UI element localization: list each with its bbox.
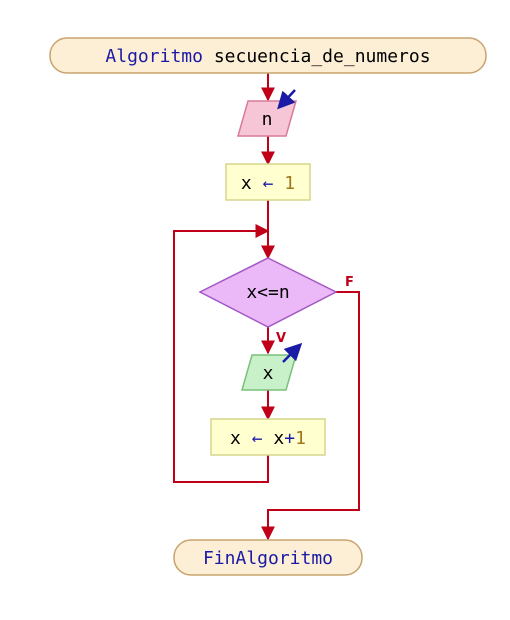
decision-true-label: V <box>276 331 286 346</box>
output-node: x <box>241 342 303 391</box>
end-terminal-label: FinAlgoritmo <box>203 548 333 569</box>
end-terminal-shape <box>173 539 363 576</box>
init-assignment-node: x ← 1 <box>225 163 311 201</box>
init-assignment-shape <box>225 163 311 201</box>
increment-assignment-shape <box>210 418 326 456</box>
decision-false-label: F <box>345 275 354 290</box>
init-target: x <box>241 173 252 194</box>
decision-shape <box>198 257 338 328</box>
connectors <box>173 73 360 541</box>
input-variable: n <box>262 109 273 130</box>
increment-assignment-node: x ← x+1 <box>210 418 326 456</box>
output-node-shape <box>241 354 297 391</box>
increment-expr-var: x <box>273 428 284 449</box>
algorithm-name: secuencia_de_numeros <box>214 46 431 67</box>
decision-condition: x<=n <box>246 282 289 303</box>
init-assignment-label: x ← 1 <box>241 173 295 194</box>
algorithm-keyword: Algoritmo <box>105 46 203 67</box>
increment-assignment-label: x ← x+1 <box>230 428 306 449</box>
output-variable: x <box>263 363 274 384</box>
start-terminal-shape <box>49 37 487 74</box>
input-arrow-icon <box>277 89 296 110</box>
increment-expr-num: 1 <box>295 428 306 449</box>
increment-assign-arrow: ← <box>252 428 263 449</box>
connector-decision-false <box>261 291 360 541</box>
init-value: 1 <box>284 173 295 194</box>
start-terminal: Algoritmo secuencia_de_numeros <box>49 37 487 74</box>
start-terminal-label: Algoritmo secuencia_de_numeros <box>105 46 430 67</box>
increment-target: x <box>230 428 241 449</box>
decision-node: x<=n F V <box>198 257 354 346</box>
init-assign-arrow: ← <box>263 173 274 194</box>
input-node: n <box>237 89 297 137</box>
output-arrow-icon <box>282 342 303 363</box>
end-terminal: FinAlgoritmo <box>173 539 363 576</box>
increment-expr-op: + <box>284 428 295 449</box>
